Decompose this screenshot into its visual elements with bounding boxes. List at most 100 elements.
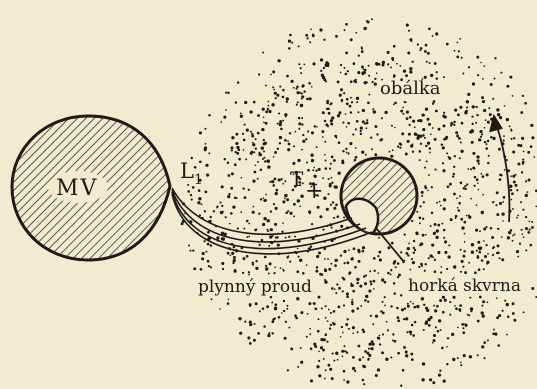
envelope-particle	[400, 294, 402, 296]
envelope-particle	[399, 65, 401, 67]
envelope-particle	[282, 222, 284, 224]
envelope-particle	[420, 143, 422, 145]
envelope-particle	[517, 215, 519, 217]
envelope-particle	[429, 152, 431, 154]
envelope-particle	[263, 142, 266, 145]
envelope-particle	[265, 122, 268, 125]
envelope-particle	[231, 172, 234, 175]
envelope-particle	[342, 290, 344, 292]
envelope-particle	[254, 323, 256, 325]
envelope-particle	[377, 337, 380, 340]
envelope-particle	[358, 260, 361, 263]
envelope-particle	[476, 204, 478, 206]
envelope-particle	[210, 216, 212, 218]
envelope-particle	[277, 148, 279, 150]
envelope-particle	[365, 295, 368, 298]
envelope-particle	[327, 64, 330, 67]
envelope-particle	[509, 76, 512, 79]
envelope-particle	[231, 136, 234, 139]
envelope-particle	[343, 370, 346, 373]
envelope-particle	[424, 167, 426, 169]
donor-star-label: MV	[56, 176, 98, 201]
envelope-particle	[420, 47, 423, 50]
envelope-particle	[200, 268, 203, 271]
envelope-particle	[364, 350, 367, 353]
envelope-particle	[478, 268, 481, 271]
envelope-particle	[421, 191, 424, 194]
envelope-particle	[470, 310, 472, 312]
envelope-particle	[275, 189, 278, 192]
envelope-particle	[405, 354, 408, 357]
envelope-particle	[316, 255, 319, 258]
envelope-particle	[485, 147, 488, 150]
envelope-particle	[287, 369, 289, 371]
envelope-particle	[431, 212, 433, 214]
envelope-particle	[234, 197, 237, 200]
envelope-particle	[358, 55, 360, 57]
envelope-particle	[496, 213, 499, 216]
envelope-particle	[497, 228, 499, 230]
envelope-particle	[384, 296, 386, 298]
envelope-particle	[267, 334, 270, 337]
envelope-particle	[404, 101, 406, 103]
envelope-particle	[443, 198, 446, 201]
envelope-particle	[313, 167, 315, 169]
envelope-particle	[283, 310, 285, 312]
envelope-particle	[496, 297, 498, 299]
envelope-particle	[490, 136, 492, 138]
envelope-particle	[330, 102, 333, 105]
envelope-particle	[392, 340, 394, 342]
envelope-particle	[357, 345, 360, 348]
envelope-particle	[315, 169, 317, 171]
envelope-particle	[245, 158, 247, 160]
envelope-particle	[331, 156, 334, 159]
envelope-particle	[342, 277, 344, 279]
envelope-particle	[496, 244, 499, 247]
envelope-particle	[256, 228, 258, 230]
envelope-particle	[285, 212, 288, 215]
envelope-particle	[263, 197, 265, 199]
envelope-particle	[225, 109, 227, 111]
envelope-particle	[477, 74, 479, 76]
envelope-particle	[432, 381, 435, 384]
envelope-particle	[264, 160, 266, 162]
envelope-particle	[349, 105, 352, 108]
envelope-particle	[374, 125, 377, 128]
envelope-particle	[463, 250, 465, 252]
envelope-particle	[531, 136, 534, 139]
envelope-particle	[322, 76, 325, 79]
envelope-particle	[355, 156, 358, 159]
envelope-particle	[447, 186, 450, 189]
envelope-particle	[300, 104, 303, 107]
envelope-particle	[416, 211, 418, 213]
envelope-particle	[205, 191, 208, 194]
envelope-particle	[311, 159, 314, 162]
envelope-particle	[192, 249, 194, 251]
envelope-particle	[382, 64, 385, 67]
envelope-particle	[345, 148, 347, 150]
envelope-particle	[288, 236, 290, 238]
envelope-particle	[362, 120, 365, 123]
envelope-particle	[331, 227, 333, 229]
envelope-particle	[208, 114, 211, 117]
envelope-particle	[472, 152, 475, 155]
envelope-particle	[478, 163, 480, 165]
envelope-particle	[443, 112, 445, 114]
envelope-particle	[300, 67, 302, 69]
envelope-particle	[426, 61, 428, 63]
envelope-particle	[332, 352, 334, 354]
envelope-particle	[355, 147, 357, 149]
envelope-particle	[261, 239, 264, 242]
envelope-particle	[310, 347, 313, 350]
envelope-particle	[293, 145, 295, 147]
envelope-particle	[434, 223, 437, 226]
envelope-particle	[360, 130, 362, 132]
envelope-particle	[282, 96, 285, 99]
envelope-particle	[510, 189, 512, 191]
envelope-particle	[364, 282, 367, 285]
envelope-particle	[293, 87, 295, 89]
envelope-particle	[244, 124, 246, 126]
envelope-particle	[327, 193, 329, 195]
envelope-particle	[323, 197, 326, 200]
envelope-particle	[471, 130, 474, 133]
